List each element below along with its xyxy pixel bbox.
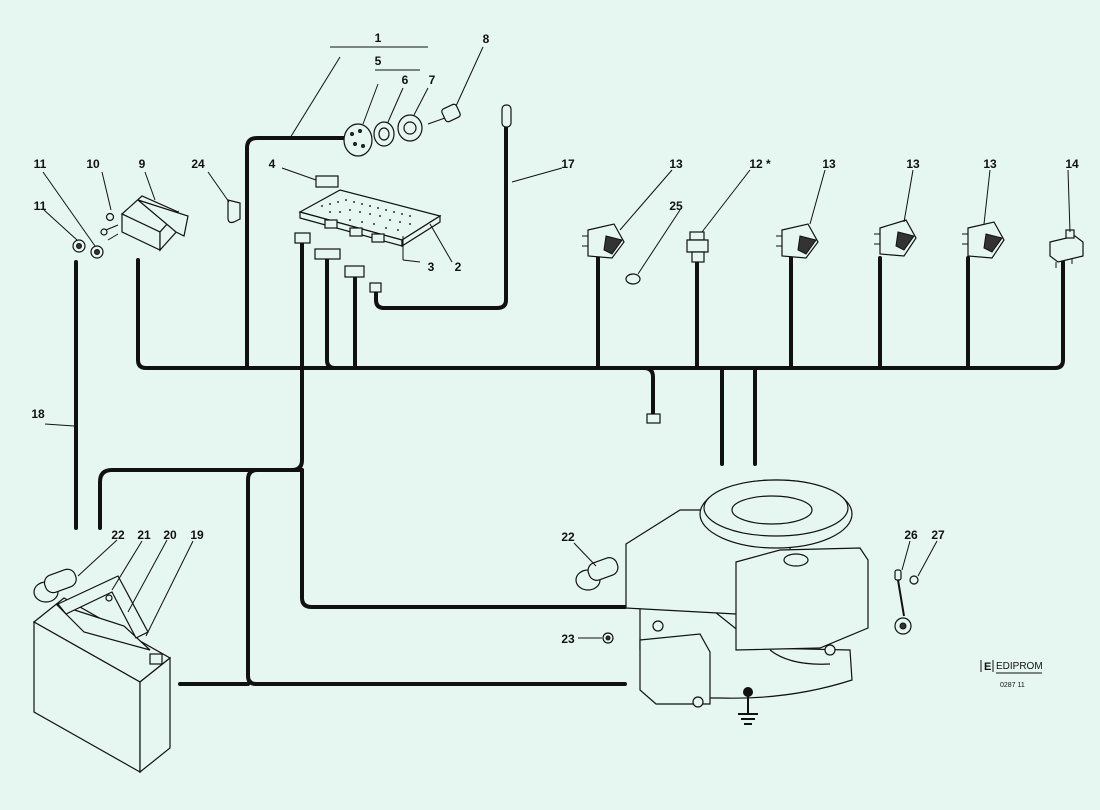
label-6: 6 <box>402 73 409 87</box>
terminal-cap-left <box>33 568 77 603</box>
label-14: 14 <box>1065 157 1079 171</box>
label-12: 12 * <box>749 157 771 171</box>
label-18: 18 <box>31 407 45 421</box>
nut-23 <box>602 632 614 644</box>
engine <box>625 479 869 708</box>
logo-letter: E <box>984 661 991 673</box>
switch-13b <box>776 223 819 259</box>
connector-e <box>646 413 661 424</box>
label-11-bottom: 11 <box>34 199 47 213</box>
battery <box>32 597 172 774</box>
cable-clip <box>227 199 241 224</box>
ediprom-logo: E EDIPROM 0287 11 <box>980 660 1043 689</box>
board-lead-2 <box>325 256 337 370</box>
label-2: 2 <box>455 260 462 274</box>
microswitch-14 <box>1049 229 1084 268</box>
label-8: 8 <box>483 32 490 46</box>
label-25: 25 <box>669 199 683 213</box>
fuse-box <box>315 175 339 188</box>
label-10: 10 <box>86 157 100 171</box>
label-23: 23 <box>561 632 575 646</box>
clip-25 <box>625 273 641 285</box>
switch-13d <box>962 221 1005 259</box>
branch-short <box>642 366 655 416</box>
label-4: 4 <box>269 157 276 171</box>
label-3: 3 <box>428 260 435 274</box>
leader-lines <box>42 46 1071 639</box>
label-17: 17 <box>561 157 575 171</box>
switch-13a <box>582 223 625 259</box>
board-lead-1 <box>98 242 304 530</box>
switch-13c <box>874 219 917 257</box>
label-5: 5 <box>375 54 382 68</box>
connector-d <box>369 282 382 293</box>
ignition-switch <box>343 114 423 157</box>
rocker-switches <box>582 219 1005 259</box>
logo-brand: EDIPROM <box>996 661 1043 672</box>
connector-a <box>294 232 311 244</box>
label-13-d: 13 <box>983 157 997 171</box>
circuit-board <box>298 189 442 248</box>
wiring-harness <box>74 123 1065 686</box>
connector-b <box>314 248 341 260</box>
ignition-key <box>427 103 461 125</box>
label-26: 26 <box>904 528 918 542</box>
hex-nuts <box>72 239 104 259</box>
connectors <box>294 104 661 424</box>
label-22-left: 22 <box>111 528 125 542</box>
solenoid <box>100 195 189 252</box>
board-lead-4 <box>374 123 508 310</box>
part-labels: 1 5 6 7 8 11 10 9 24 11 4 3 2 17 13 12 *… <box>31 31 1079 646</box>
wire-17-end <box>501 104 512 128</box>
ignition-wire <box>245 136 347 370</box>
ground-wire <box>246 468 627 686</box>
label-11-top: 11 <box>34 157 47 171</box>
label-7: 7 <box>429 73 436 87</box>
engine-ground-icon <box>738 687 758 725</box>
main-bus-wire <box>136 258 1065 370</box>
label-27: 27 <box>931 528 945 542</box>
starter-wire <box>300 468 627 609</box>
logo-code: 0287 11 <box>1000 682 1025 689</box>
label-24: 24 <box>191 157 205 171</box>
label-13-a: 13 <box>669 157 683 171</box>
ground-cable-26 <box>894 569 912 635</box>
label-13-b: 13 <box>822 157 836 171</box>
label-9: 9 <box>139 157 146 171</box>
label-22-right: 22 <box>561 530 575 544</box>
connector-c <box>344 265 365 278</box>
label-20: 20 <box>163 528 177 542</box>
sensor-12 <box>686 231 709 263</box>
terminal-cap-right <box>575 557 619 591</box>
washer-27 <box>909 575 919 585</box>
label-21: 21 <box>137 528 151 542</box>
label-1: 1 <box>375 31 382 45</box>
battery-bracket <box>57 575 149 639</box>
label-13-c: 13 <box>906 157 920 171</box>
label-19: 19 <box>190 528 204 542</box>
